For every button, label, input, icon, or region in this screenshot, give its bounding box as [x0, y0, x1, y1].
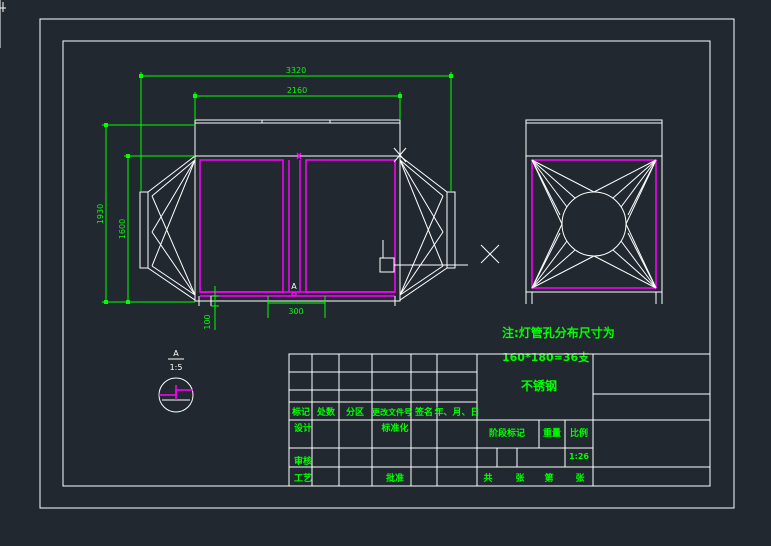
label-design: 设计 [294, 422, 312, 434]
label-sheet: 张 [515, 472, 525, 484]
dim-leg-height: 100 [203, 314, 212, 329]
label-standardize: 标准化 [380, 422, 408, 434]
label-ratio: 比例 [570, 427, 588, 439]
label-approve: 批准 [386, 472, 404, 484]
inner-sheet-border [62, 40, 711, 487]
label-change-doc: 更改文件号 [372, 407, 412, 417]
dim-leg-spacing: 300 [288, 307, 303, 316]
right-hood [393, 147, 456, 301]
label-stage-mark: 阶段标记 [489, 427, 525, 439]
side-body-frame [525, 155, 663, 293]
section-marks [291, 152, 302, 297]
dim-overall-width: 3320 [286, 66, 306, 75]
label-sheet-2: 张 [575, 472, 585, 484]
label-weight: 重量 [543, 427, 561, 439]
detail-scale: 1:5 [170, 363, 183, 372]
side-view [525, 119, 663, 304]
star-bracing [531, 159, 657, 289]
label-signature: 签名 [414, 406, 433, 418]
label-count: 处数 [316, 406, 336, 418]
label-process: 工艺 [294, 472, 312, 484]
body-frame [194, 155, 401, 302]
detail-view-a: A 1:5 [158, 349, 194, 413]
section-mark-label: A [291, 282, 297, 291]
inner-panels [199, 159, 396, 297]
left-hood [139, 154, 196, 301]
label-total: 共 [483, 472, 492, 484]
dim-inner-height: 1600 [118, 219, 127, 239]
detail-label: A [173, 349, 179, 358]
fan-opening [561, 191, 627, 257]
cad-cursor [379, 240, 500, 273]
note-line-1: 注:灯管孔分布尺寸为 [502, 325, 615, 340]
title-block [288, 353, 711, 487]
note-material: 不锈钢 [521, 378, 557, 393]
label-date: 年、月、日 [434, 406, 479, 418]
label-zone: 分区 [346, 406, 364, 418]
side-top-rail [525, 119, 663, 157]
scale-value: 1:26 [569, 452, 589, 461]
notes: 注:灯管孔分布尺寸为 160*180=36支 不锈钢 [502, 325, 615, 393]
dim-body-width: 2160 [287, 86, 307, 95]
label-mark: 标记 [291, 406, 310, 418]
outer-sheet-border [39, 18, 735, 509]
top-rail [194, 119, 401, 157]
note-line-2: 160*180=36支 [502, 350, 590, 364]
title-block-labels: 标记 处数 分区 更改文件号 签名 年、月、日 设计 标准化 审核 工艺 批准 … [291, 406, 589, 484]
corner-ucs-marker [0, 0, 6, 48]
label-review: 审核 [294, 455, 312, 467]
dimension-lines [102, 72, 452, 330]
dimension-ticks [104, 74, 453, 304]
front-view: 3320 2160 1930 1600 100 300 A [96, 66, 500, 330]
label-page: 第 [544, 472, 553, 484]
dim-overall-height: 1930 [96, 204, 105, 224]
